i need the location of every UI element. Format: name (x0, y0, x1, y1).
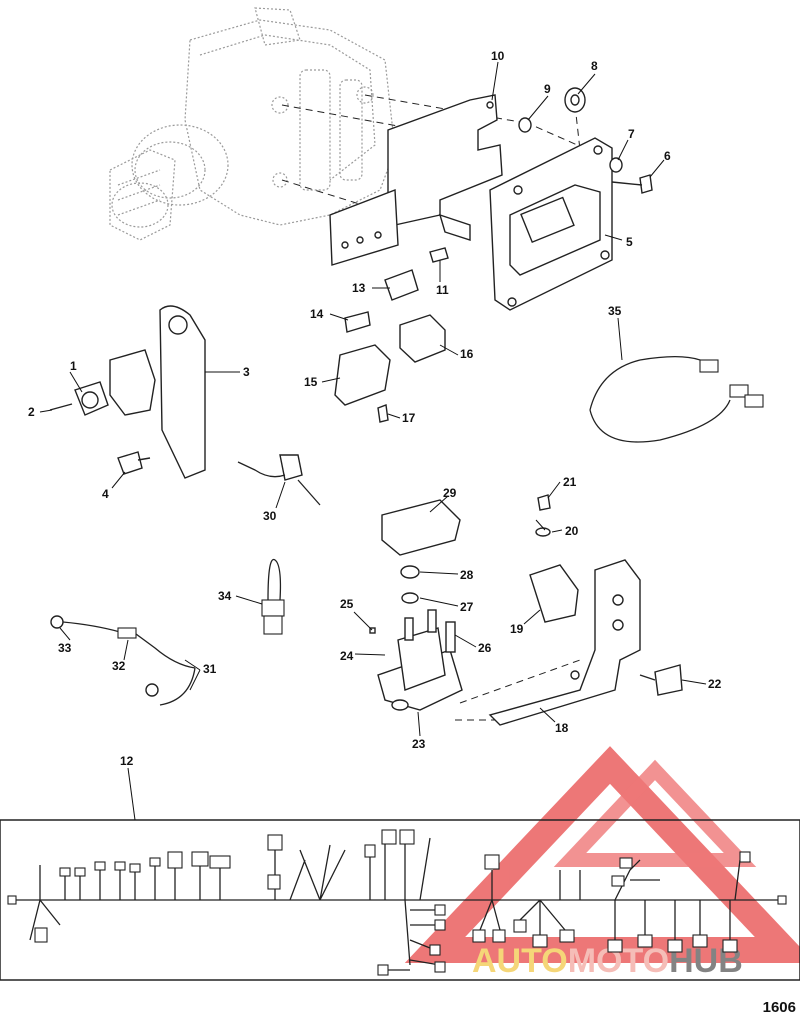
leader-lines (39, 61, 707, 821)
sensor-30 (237, 454, 321, 506)
callout-3: 3 (243, 365, 250, 379)
callout-30: 30 (263, 509, 277, 523)
main-harness-12 (0, 819, 800, 981)
relays-fuses (334, 269, 446, 423)
callout-8: 8 (591, 59, 598, 73)
ecm-module (489, 137, 613, 311)
harness-35 (589, 356, 764, 443)
callout-25: 25 (340, 597, 354, 611)
callout-33: 33 (58, 641, 72, 655)
callout-15: 15 (304, 375, 318, 389)
callout-23: 23 (412, 737, 426, 751)
callout-28: 28 (460, 568, 474, 582)
watermark-text: AUTOMOTOHUB (472, 942, 743, 980)
mount-bracket (49, 305, 206, 479)
callout-31: 31 (203, 662, 217, 676)
callout-10: 10 (491, 49, 505, 63)
harness-31-33 (50, 615, 196, 706)
solenoid-19 (488, 494, 683, 726)
callout-29: 29 (443, 486, 457, 500)
callout-12: 12 (120, 754, 134, 768)
callout-27: 27 (460, 600, 474, 614)
callout-11: 11 (436, 283, 449, 297)
callout-7: 7 (628, 127, 635, 141)
callout-16: 16 (460, 347, 474, 361)
engine-outline (109, 7, 396, 241)
figure-number: 1606 (762, 999, 796, 1016)
hardware-top (429, 87, 653, 263)
callout-13: 13 (352, 281, 366, 295)
callout-24: 24 (340, 649, 354, 663)
callout-22: 22 (708, 677, 722, 691)
callout-35: 35 (608, 304, 622, 318)
callout-17: 17 (402, 411, 416, 425)
module-bracket (329, 94, 503, 266)
callout-26: 26 (478, 641, 492, 655)
callout-19: 19 (510, 622, 524, 636)
callout-18: 18 (555, 721, 569, 735)
callout-20: 20 (565, 524, 579, 538)
solenoid-23 (369, 499, 463, 711)
callout-6: 6 (664, 149, 671, 163)
callout-32: 32 (112, 659, 126, 673)
callout-21: 21 (563, 475, 577, 489)
callout-34: 34 (218, 589, 232, 603)
connector-34 (261, 558, 285, 635)
callout-labels: 1 2 3 4 5 6 7 8 9 10 11 12 13 14 15 16 1… (28, 49, 722, 768)
callout-4: 4 (102, 487, 109, 501)
callout-2: 2 (28, 405, 35, 419)
callout-5: 5 (626, 235, 633, 249)
callout-1: 1 (70, 359, 77, 373)
callout-9: 9 (544, 82, 551, 96)
callout-14: 14 (310, 307, 324, 321)
